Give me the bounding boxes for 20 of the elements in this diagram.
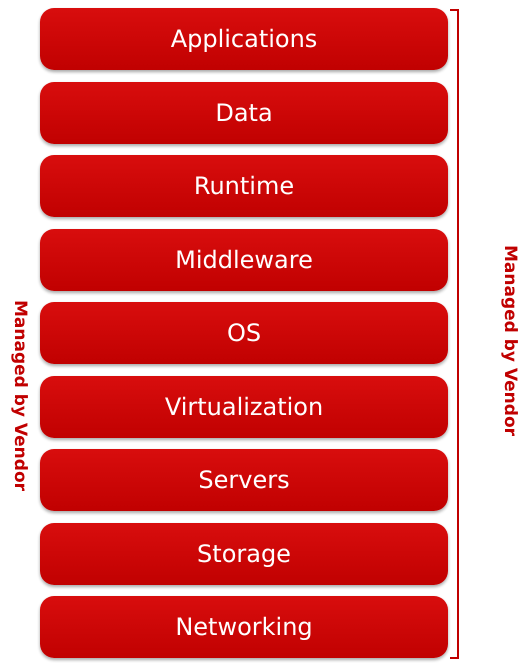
layer-label: Applications xyxy=(170,25,318,53)
layer-box xyxy=(40,376,448,438)
side-label: Managed by Vendor xyxy=(500,244,520,436)
layer-label: OS xyxy=(226,319,262,347)
layer-label: Middleware xyxy=(175,246,313,274)
side-label: Managed by Vendor xyxy=(10,300,30,491)
layer-box xyxy=(40,228,448,290)
layer-box xyxy=(40,82,448,144)
layer-label: Runtime xyxy=(194,172,294,200)
layer-box xyxy=(40,449,448,511)
layer-label: Servers xyxy=(198,466,290,494)
layer-box xyxy=(40,302,448,364)
layer-label: Virtualization xyxy=(164,392,324,420)
layer-box xyxy=(40,522,448,584)
layer-label: Networking xyxy=(175,613,313,641)
layer-label: Storage xyxy=(197,540,291,568)
layer-label: Data xyxy=(215,98,273,126)
layer-box xyxy=(40,8,448,70)
layer-box xyxy=(40,596,448,658)
layer-box xyxy=(40,155,448,217)
